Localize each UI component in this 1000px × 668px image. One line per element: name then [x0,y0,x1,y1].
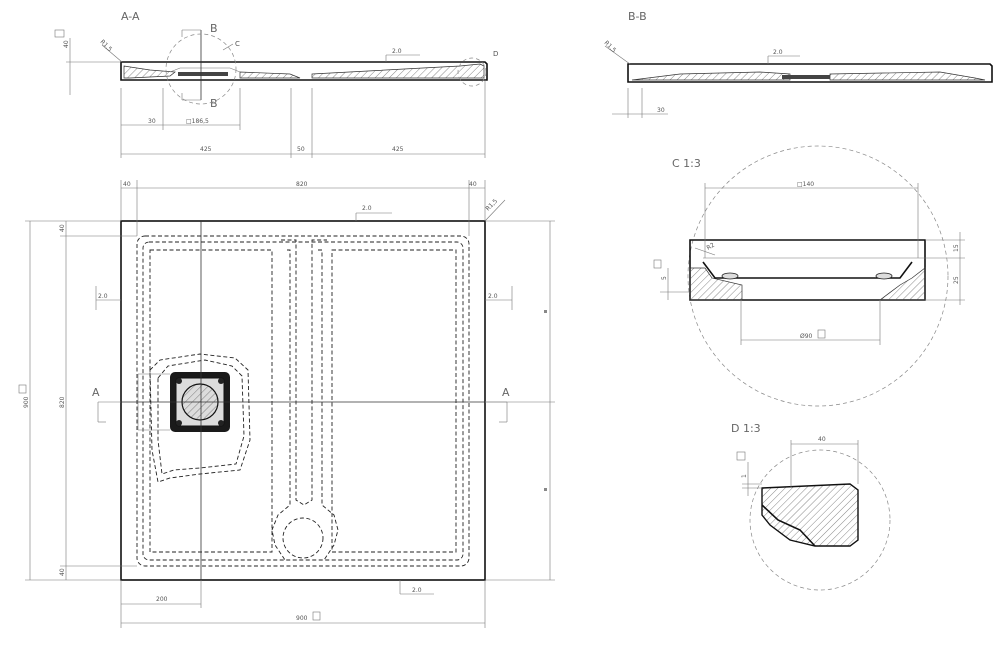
plan-slope-left: 2.0 [98,293,108,300]
aa-dim-50: 50 [297,146,305,153]
tray-outline [120,220,486,581]
detail-c-radius: R2 [706,242,717,252]
detail-c-clip-icon [721,272,739,280]
detail-d-title: D 1:3 [731,422,761,435]
drain-basin-inner [157,359,245,475]
aa-dim-drain: □186,5 [186,118,209,125]
drain-screw-icon [176,420,182,426]
drain-profile [169,67,241,73]
basin-outline-inner [142,241,464,561]
plan-dim-40-side: 40 [59,224,66,232]
plan-dim-900-bottom: 900 [296,615,308,622]
plan-view: A A 40 820 40 2.0 R1,5 40 820 40 900 2.0 [18,180,555,628]
section-aa-hatch-right [311,63,485,79]
section-aa-title: A-A [121,10,140,23]
marker-a-left: A [92,386,100,399]
center-channel-right [318,249,339,561]
detail-c-dim-140: □140 [797,181,814,188]
aa-dim-30: 30 [148,118,156,125]
channel-end-circle [282,517,324,559]
section-bb-profile [627,63,993,83]
section-aa-hatch-left [123,65,176,79]
bb-drain-body [782,75,830,79]
bb-slope: 2.0 [773,49,783,56]
detail-d-boundary [749,449,891,591]
aa-radius: R1,5 [99,38,114,53]
section-bb-hatch-left [631,71,791,81]
drain-screw-icon [218,420,224,426]
plan-radius: R1,5 [484,198,499,213]
detail-c-dim-25: 25 [953,276,960,284]
drain-screw-icon [218,378,224,384]
detail-d-inner-curve [761,504,816,547]
plan-dim-200: 200 [156,596,168,603]
detail-c-dim-90: Ø90 [800,333,813,340]
drain-screw-icon [176,378,182,384]
detail-d-dim-1: 1 [741,474,748,478]
left-panel-outline [149,249,273,553]
detail-d-view: D 1:3 40 1 [731,422,891,591]
center-channel-left [271,249,291,561]
detail-d-circle [457,57,487,87]
detail-c-drain-body [702,261,913,279]
section-aa-profile [120,61,488,81]
aa-dim-425-right: 425 [392,146,404,153]
detail-d-edge-profile [761,483,859,547]
detail-c-view: C 1:3 □140 R2 15 25 5 Ø90 [653,145,965,407]
plan-dim-820-side: 820 [59,396,66,408]
plan-dim-40-left: 40 [123,181,131,188]
aa-dim-425-left: 425 [200,146,212,153]
plan-dim-40-right: 40 [469,181,477,188]
section-bb-view: B-B R1,5 2.0 30 [603,10,993,118]
marker-a-right: A [502,386,510,399]
center-channel-outline [281,239,327,506]
detail-c-circle [165,33,237,105]
aa-slope: 2.0 [392,48,402,55]
detail-c-dim-15: 15 [953,244,960,252]
detail-c-title: C 1:3 [672,157,701,170]
plan-dim-40-bottom: 40 [59,568,66,576]
detail-c-clip-icon [875,272,893,280]
plan-dim-820-top: 820 [296,181,308,188]
detail-d-dim-40: 40 [818,436,826,443]
section-aa-hatch-mid [239,71,301,79]
plan-slope-top: 2.0 [362,205,372,212]
marker-b-bottom: B [210,97,218,110]
detail-c-hatch-left [689,267,743,301]
drain-body [178,72,228,76]
section-bb-hatch-right [829,71,986,81]
bb-radius: R1,5 [603,39,618,54]
bb-dim-30: 30 [657,107,665,114]
detail-c-hatch-right [878,267,926,301]
right-panel-outline [331,249,457,553]
basin-outline-outer [136,235,470,567]
drain-basin-outline [149,353,251,483]
detail-c-dim-5: 5 [661,276,668,280]
section-aa-view: A-A B B C D 40 R1,5 2.0 [54,10,498,158]
plan-slope-bottom: 2.0 [412,587,422,594]
aa-dim-40: 40 [63,40,70,48]
plan-dim-900-side: 900 [23,396,30,408]
tolerance-box [54,29,65,38]
detail-c-label: C [235,40,240,48]
plan-slope-right: 2.0 [488,293,498,300]
detail-c-boundary [687,145,949,407]
marker-b-top: B [210,22,218,35]
section-bb-title: B-B [628,10,647,23]
detail-d-label: D [493,50,498,58]
